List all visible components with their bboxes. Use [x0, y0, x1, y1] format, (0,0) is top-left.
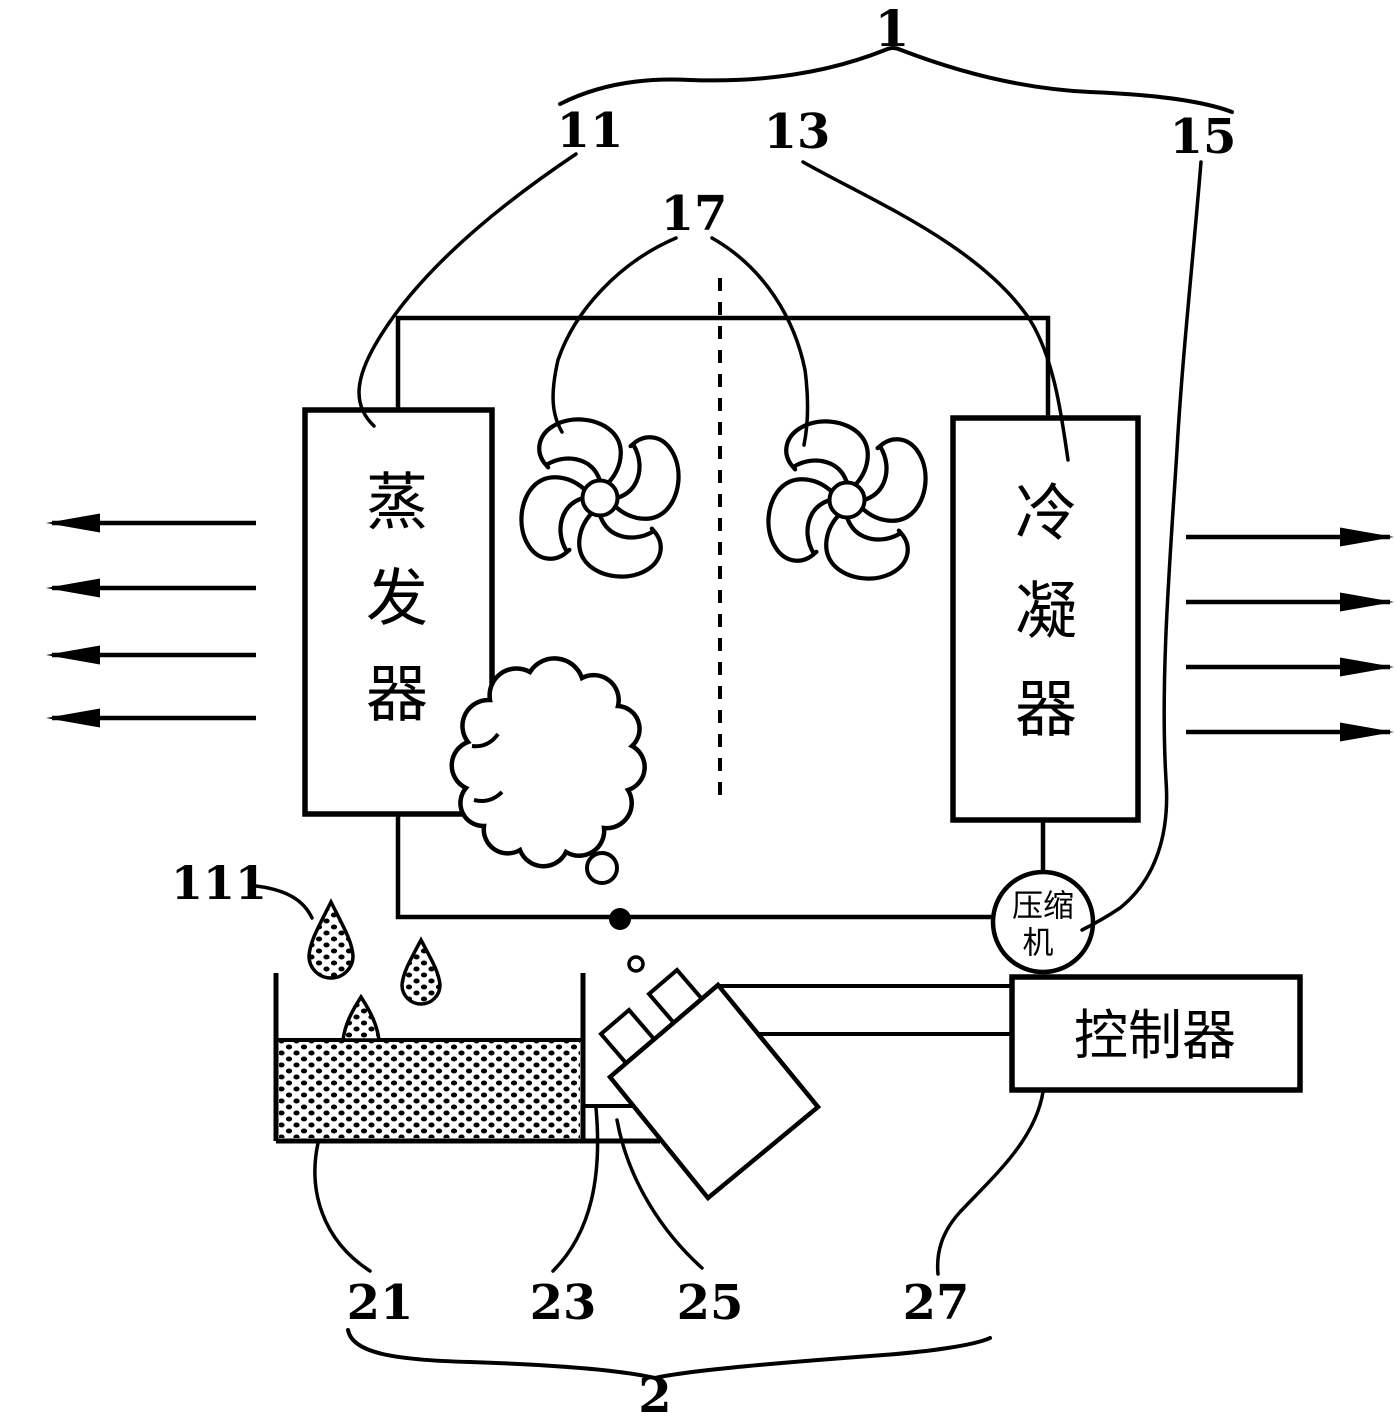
water-drop-icon [341, 993, 381, 1042]
leader-17-right [710, 236, 810, 447]
ref-label-11: 11 [557, 103, 624, 159]
ref-label-27: 27 [903, 1275, 970, 1331]
arrow-right-icon [1186, 527, 1394, 547]
arrow-left-icon [46, 513, 256, 533]
ref-label-17: 17 [661, 186, 728, 242]
ref-label-15: 15 [1170, 109, 1237, 165]
leader-25 [615, 1118, 704, 1270]
leader-111 [254, 884, 314, 920]
ref-label-25: 25 [677, 1275, 744, 1331]
leader-17-left [551, 236, 678, 434]
arrow-left-icon [46, 578, 256, 598]
evaporator-label-char-2: 发 [366, 565, 428, 634]
pump-body [606, 981, 822, 1202]
evaporator-label-char-1: 蒸 [366, 469, 428, 538]
controller-label: 控制器 [1074, 1006, 1236, 1066]
water-drop-icon [400, 936, 442, 1006]
bubble-icon [609, 908, 631, 930]
pump [598, 967, 822, 1202]
tank-water [279, 1041, 580, 1138]
ref-label-21: 21 [347, 1275, 414, 1331]
bubble-icon [627, 955, 645, 973]
pipe-top [395, 315, 1051, 420]
compressor-label-line-2: 机 [1023, 926, 1054, 961]
ref-label-111: 111 [171, 856, 267, 910]
water-tank [273, 973, 660, 1144]
evaporator-label-char-3: 器 [366, 661, 428, 730]
arrow-right-icon [1186, 592, 1394, 612]
condenser-label-char-1: 冷 [1015, 480, 1077, 549]
ref-label-13: 13 [764, 104, 831, 160]
ref-label-23: 23 [530, 1275, 597, 1331]
leader-11 [357, 152, 578, 428]
condenser-box: 冷 凝 器 [950, 415, 1141, 823]
condenser-label-char-2: 凝 [1015, 578, 1077, 647]
controller-box: 控制器 [1009, 974, 1303, 1093]
assembly-brace [346, 1328, 992, 1381]
leader-23 [551, 1106, 600, 1273]
fan-icon-right [766, 419, 928, 581]
water-drop-icon [307, 898, 355, 980]
airflow-arrows-left [46, 513, 256, 728]
arrow-left-icon [46, 645, 256, 665]
bubble-icon [585, 851, 619, 885]
ref-label-2: 2 [638, 1368, 671, 1420]
airflow-arrows-right [1186, 527, 1394, 742]
compressor-circle: 压缩 机 [990, 869, 1096, 975]
leader-13 [801, 160, 1070, 462]
ref-label-1: 1 [875, 0, 910, 58]
arrow-right-icon [1186, 657, 1394, 677]
leader-21 [313, 1141, 372, 1273]
system-brace [558, 46, 1234, 114]
arrow-left-icon [46, 708, 256, 728]
leader-15 [1080, 160, 1203, 932]
leader-27 [935, 1090, 1045, 1276]
pipe-bottom [395, 812, 995, 920]
mist-cloud-icon [449, 656, 647, 869]
condenser-label-char-3: 器 [1015, 676, 1077, 745]
fan-icon-left [519, 417, 681, 579]
compressor-label-line-1: 压缩 [1012, 889, 1074, 924]
arrow-right-icon [1186, 722, 1394, 742]
